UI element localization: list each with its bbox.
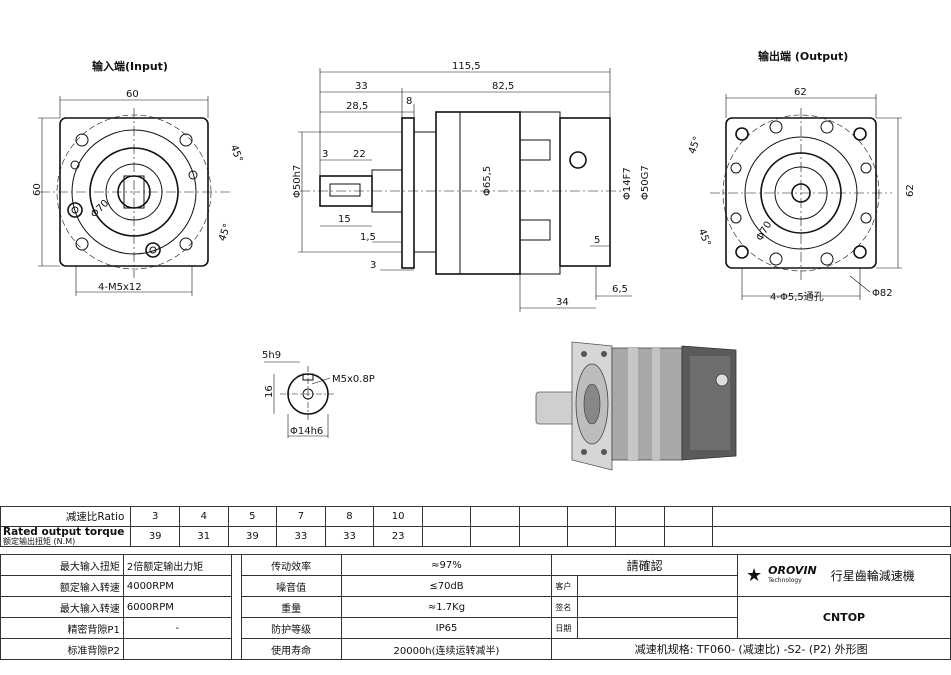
brand-block: ★ OROVIN Technology 行星齒輪減速機 (737, 554, 951, 597)
customer-field (577, 575, 739, 597)
rated-input-speed-value: 4000RPM (122, 575, 232, 597)
date-field (577, 617, 739, 639)
dim-side-3b: 3 (370, 260, 376, 271)
ratio-cell: 3 (130, 506, 180, 527)
protection-label: 防护等级 (240, 617, 342, 639)
technical-drawing: 输入端(Input) 60 60 45° 45° Φ70 4-M5x12 (32, 49, 916, 471)
torque-cell: 39 (227, 526, 278, 547)
dim-input-45a: 45° (228, 144, 244, 164)
shaft-key-section: 5h9 M5x0.8P 16 Φ14h6 (262, 350, 375, 438)
dim-side-5: 5 (594, 235, 600, 246)
standard-backlash-value (122, 638, 232, 660)
dim-side-phi655: Φ65,5 (482, 166, 493, 196)
output-view-label: 输出端 (Output) (758, 49, 848, 63)
model-title: 减速机规格: TF060- (减速比) -S2- (P2) 外形图 (551, 638, 951, 660)
life-label: 使用寿命 (240, 638, 342, 660)
dim-input-60-top: 60 (126, 89, 139, 100)
protection-value: IP65 (340, 617, 553, 639)
torque-cell: 31 (178, 526, 229, 547)
ratio-cell: 7 (276, 506, 326, 527)
dim-key-phi14h6: Φ14h6 (290, 426, 323, 437)
dim-side-8: 8 (406, 96, 412, 107)
dim-output-45b: 45° (696, 228, 712, 248)
torque-label-en: Rated output torque (3, 526, 125, 538)
dim-output-phi82: Φ82 (872, 288, 893, 299)
date-label: 日期 (551, 617, 579, 639)
input-adapter (559, 117, 611, 267)
brand-star-icon: ★ (746, 565, 763, 586)
torque-cell: 39 (130, 526, 180, 547)
input-view-label: 输入端(Input) (92, 59, 168, 73)
efficiency-label: 传动效率 (240, 554, 342, 576)
dim-side-15: 15 (338, 214, 351, 225)
torque-label: Rated output torque 额定输出扭矩 (N.M) (0, 526, 132, 547)
dim-side-phi50h7: Φ50h7 (292, 165, 303, 198)
torque-cell: 33 (324, 526, 375, 547)
ratio-cell: 5 (227, 506, 278, 527)
brand-name: OROVIN (768, 563, 817, 577)
confirm-title: 請確認 (551, 554, 739, 576)
dim-output-holes: 4-Φ5,5通孔 (770, 291, 824, 303)
customer-label: 客户 (551, 575, 579, 597)
dim-side-825: 82,5 (492, 81, 514, 92)
dim-side-285: 28,5 (346, 101, 368, 112)
dim-side-65: 6,5 (612, 284, 628, 295)
noise-label: 噪音值 (240, 575, 342, 597)
dim-side-34: 34 (556, 297, 569, 308)
dim-key-16: 16 (264, 385, 275, 398)
ratio-torque-table: 减速比Ratio 3 4 5 7 8 10 Rated output torqu… (0, 506, 951, 547)
max-input-speed-label: 最大输入转速 (0, 596, 124, 618)
dim-output-phi70: Φ70 (755, 220, 775, 243)
weight-value: ≈1.7Kg (340, 596, 553, 618)
noise-value: ≤70dB (340, 575, 553, 597)
torque-row: Rated output torque 额定输出扭矩 (N.M) 39 31 3… (0, 526, 951, 547)
dim-input-m5: 4-M5x12 (98, 282, 142, 293)
torque-label-cn: 额定输出扭矩 (N.M) (3, 536, 76, 546)
company-name: CNTOP (737, 596, 951, 639)
torque-cell: 23 (373, 526, 423, 547)
max-input-torque-label: 最大输入扭矩 (0, 554, 124, 576)
dim-side-33: 33 (355, 81, 368, 92)
max-input-speed-value: 6000RPM (122, 596, 232, 618)
output-end-view: 输出端 (Output) 62 62 45° 45° Φ70 4-Φ5,5通孔 … (687, 49, 916, 303)
ratio-label: 减速比Ratio (0, 506, 132, 527)
standard-backlash-label: 标准背隙P2 (0, 638, 124, 660)
input-end-view: 输入端(Input) 60 60 45° 45° Φ70 4-M5x12 (32, 59, 244, 296)
life-value: 20000h(连续运转减半) (340, 638, 553, 660)
ratio-row: 减速比Ratio 3 4 5 7 8 10 (0, 506, 951, 527)
ratio-cell: 4 (178, 506, 229, 527)
signature-label: 签名 (551, 596, 579, 618)
dim-side-1155: 115,5 (452, 61, 481, 72)
signature-field (577, 596, 739, 618)
spec-table: 最大输入扭矩 2倍额定输出力矩 传动效率 ≈97% 請確認 ★ OROVIN T… (0, 554, 951, 660)
ratio-cell: 10 (373, 506, 423, 527)
dim-output-62-top: 62 (794, 87, 807, 98)
dim-output-45a: 45° (687, 135, 703, 155)
ratio-cell: 8 (324, 506, 375, 527)
brand-sub: Technology (768, 576, 802, 584)
dim-input-60-side: 60 (32, 183, 43, 196)
gear-body (435, 111, 521, 275)
dim-side-3a: 3 (322, 149, 328, 160)
rated-input-speed-label: 额定输入转速 (0, 575, 124, 597)
max-input-torque-value: 2倍额定输出力矩 (122, 554, 232, 576)
dim-side-22: 22 (353, 149, 366, 160)
precise-backlash-label: 精密背隙P1 (0, 617, 124, 639)
dim-key-m5: M5x0.8P (332, 374, 375, 385)
dim-key-5h9: 5h9 (262, 350, 281, 361)
dim-side-phi14f7: Φ14F7 (622, 167, 633, 200)
dim-side-15b: 1,5 (360, 232, 376, 243)
side-view: 115,5 33 82,5 28,5 8 3 22 Φ50h7 Φ65,5 15… (292, 61, 651, 312)
brand-title: 行星齒輪減速機 (830, 569, 915, 583)
torque-cell: 33 (276, 526, 326, 547)
weight-label: 重量 (240, 596, 342, 618)
efficiency-value: ≈97% (340, 554, 553, 576)
precise-backlash-value: - (122, 617, 232, 639)
product-render (535, 341, 737, 471)
dim-output-62-side: 62 (905, 184, 916, 197)
dim-input-45b: 45° (217, 222, 233, 242)
dim-side-phi50g7: Φ50G7 (640, 165, 651, 200)
